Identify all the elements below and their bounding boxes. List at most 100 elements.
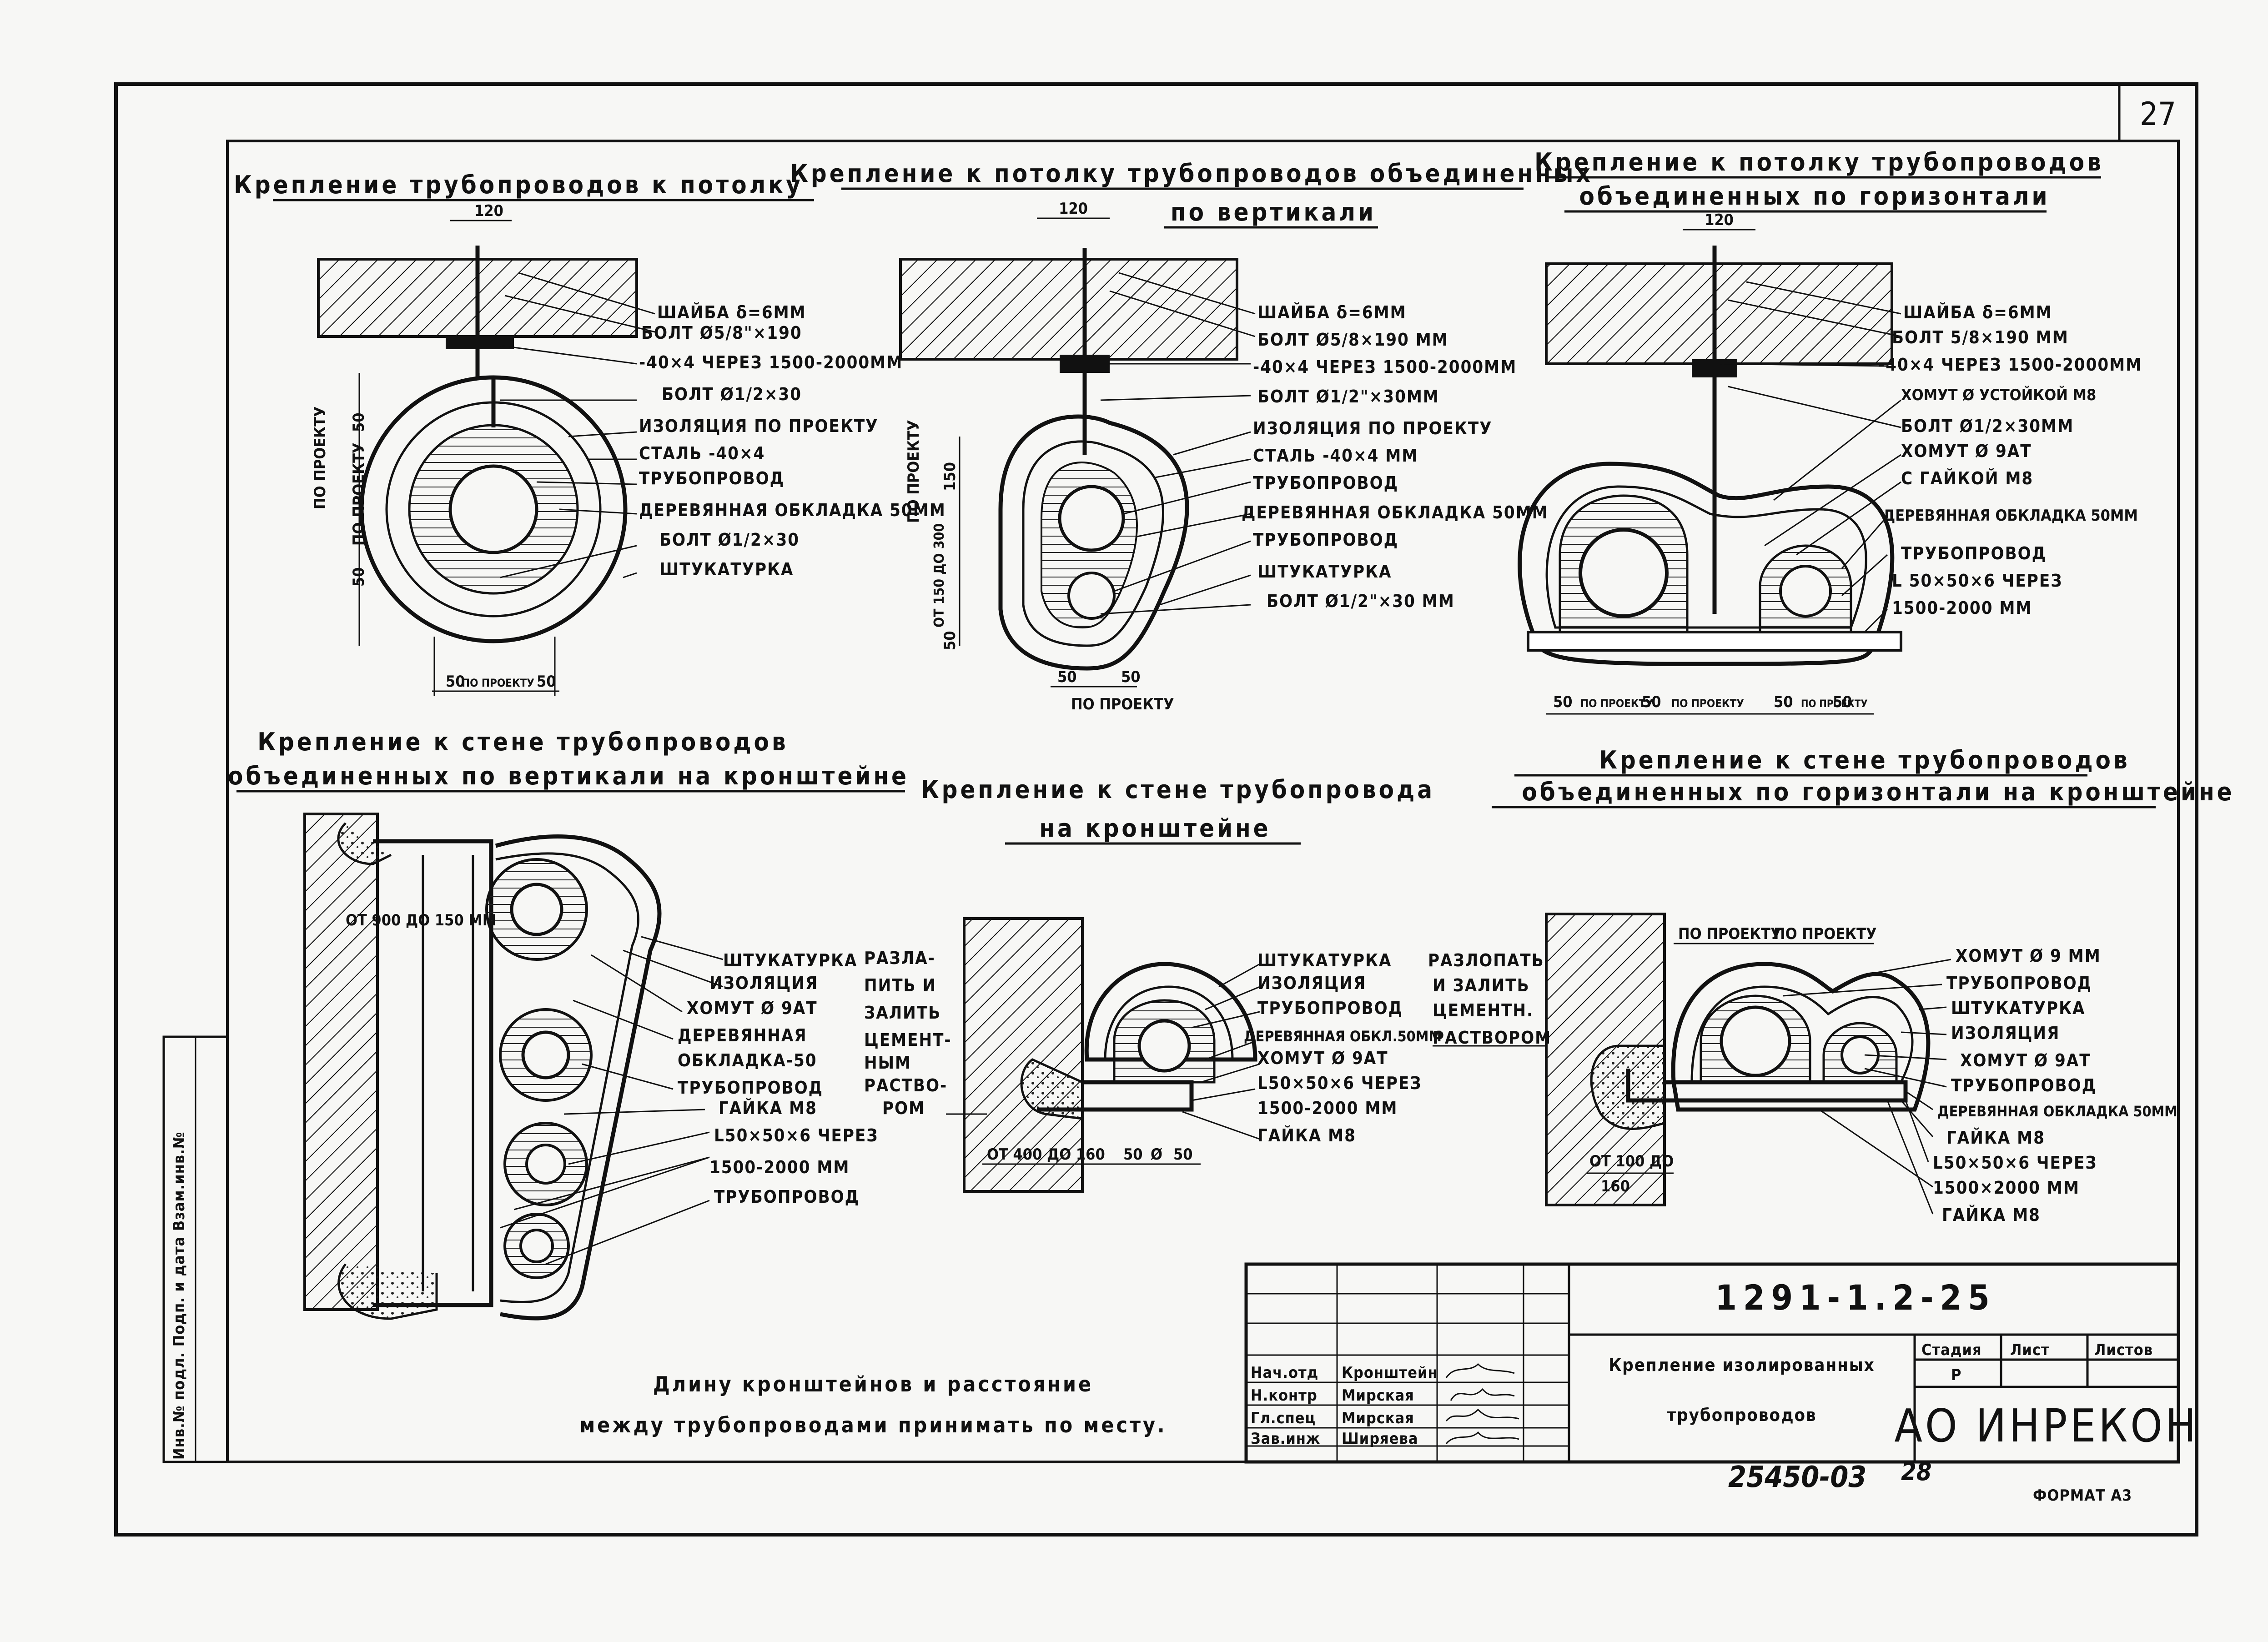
svg-text:ТРУБОПРОВОД: ТРУБОПРОВОД <box>714 1187 860 1207</box>
svg-text:БОЛТ Ø1/2"×30ММ: БОЛТ Ø1/2"×30ММ <box>1257 387 1439 407</box>
svg-text:50: 50 <box>941 631 959 650</box>
svg-text:50: 50 <box>1057 668 1077 686</box>
svg-text:РАЗЛА-: РАЗЛА- <box>864 948 935 968</box>
svg-text:Ø: Ø <box>1151 1145 1162 1164</box>
svg-text:ХОМУТ Ø 9АТ: ХОМУТ Ø 9АТ <box>1960 1050 2091 1070</box>
svg-text:Гл.спец: Гл.спец <box>1251 1409 1316 1427</box>
svg-text:БОЛТ Ø1/2×30: БОЛТ Ø1/2×30 <box>659 530 800 550</box>
svg-text:ДЕРЕВЯННАЯ ОБКЛ.50ММ: ДЕРЕВЯННАЯ ОБКЛ.50ММ <box>1244 1028 1442 1045</box>
svg-text:50: 50 <box>537 673 556 691</box>
svg-text:1500-2000 ММ: 1500-2000 ММ <box>1892 598 2032 618</box>
view2-title: Крепление к потолку трубопроводов объеди… <box>790 159 1593 188</box>
svg-text:-40×4 ЧЕРЕЗ 1500-2000ММ: -40×4 ЧЕРЕЗ 1500-2000ММ <box>639 352 903 372</box>
svg-text:ШТУКАТУРКА: ШТУКАТУРКА <box>1257 950 1392 970</box>
svg-text:ПО ПРОЕКТУ: ПО ПРОЕКТУ <box>905 420 923 523</box>
svg-text:РАЗЛОПАТЬ: РАЗЛОПАТЬ <box>1428 950 1544 970</box>
view5-title: Крепление к стене трубопровода <box>921 775 1435 804</box>
svg-text:ИЗОЛЯЦИЯ: ИЗОЛЯЦИЯ <box>1951 1023 2060 1043</box>
mortar-note-2: РАЗЛОПАТЬ И ЗАЛИТЬ ЦЕМЕНТН. РАСТВОРОМ <box>1428 950 1551 1048</box>
svg-text:160: 160 <box>1601 1177 1630 1195</box>
svg-text:Р: Р <box>1951 1366 1961 1384</box>
inner-frame <box>226 140 2180 1463</box>
svg-text:-40×4 ЧЕРЕЗ 1500-2000ММ: -40×4 ЧЕРЕЗ 1500-2000ММ <box>1878 355 2142 375</box>
svg-text:50: 50 <box>1833 693 1852 711</box>
svg-text:50: 50 <box>1123 1145 1143 1164</box>
company-name: АО ИНРЕКОН <box>1894 1399 2198 1452</box>
svg-text:ХОМУТ Ø 9 ММ: ХОМУТ Ø 9 ММ <box>1956 946 2101 966</box>
svg-text:ИЗОЛЯЦИЯ ПО ПРОЕКТУ: ИЗОЛЯЦИЯ ПО ПРОЕКТУ <box>1253 418 1493 438</box>
svg-text:Нач.отд: Нач.отд <box>1251 1364 1318 1382</box>
svg-text:ТРУБОПРОВОД: ТРУБОПРОВОД <box>1253 530 1398 550</box>
svg-text:ПО ПРОЕКТУ: ПО ПРОЕКТУ <box>1801 698 1868 710</box>
view-ceiling-single: Крепление трубопроводов к потолку 120 ША… <box>234 171 946 696</box>
svg-text:объединенных по горизонтали на: объединенных по горизонтали на кронштейн… <box>1522 778 2234 806</box>
svg-text:Кронштейн: Кронштейн <box>1342 1364 1438 1382</box>
svg-text:ОБКЛАДКА-50: ОБКЛАДКА-50 <box>678 1050 817 1070</box>
view1-title: Крепление трубопроводов к потолку <box>234 171 803 199</box>
svg-text:50: 50 <box>446 673 465 691</box>
title-block: Нач.отд Кронштейн Н.контр Мирская Гл.спе… <box>1244 1262 2198 1464</box>
view-wall-single-bracket: Крепление к стене трубопровода на кроншт… <box>921 775 1442 1193</box>
svg-text:ПО ПРОЕКТУ: ПО ПРОЕКТУ <box>1678 925 1781 943</box>
svg-text:объединенных по вертикали на к: объединенных по вертикали на кронштейне <box>228 762 909 790</box>
mortar-note-1: РАЗЛА- ПИТЬ И ЗАЛИТЬ ЦЕМЕНТ- НЫМ РАСТВО-… <box>864 948 987 1118</box>
svg-text:ДЕРЕВЯННАЯ ОБКЛАДКА 50ММ: ДЕРЕВЯННАЯ ОБКЛАДКА 50ММ <box>1883 507 2138 525</box>
svg-text:ШТУКАТУРКА: ШТУКАТУРКА <box>1951 998 2085 1018</box>
signature-2 <box>1450 1388 1515 1401</box>
svg-text:ХОМУТ Ø 9АТ: ХОМУТ Ø 9АТ <box>687 998 818 1018</box>
svg-text:Инв.№ подл. Подп. и дата Взам.: Инв.№ подл. Подп. и дата Взам.инв.№ <box>170 1131 188 1460</box>
svg-text:ГАЙКА М8: ГАЙКА М8 <box>1257 1125 1356 1145</box>
svg-text:L50×50×6 ЧЕРЕЗ: L50×50×6 ЧЕРЕЗ <box>1257 1073 1422 1093</box>
svg-text:И ЗАЛИТЬ: И ЗАЛИТЬ <box>1433 975 1530 995</box>
svg-text:по вертикали: по вертикали <box>1171 198 1376 226</box>
svg-text:ПО ПРОЕКТУ: ПО ПРОЕКТУ <box>1580 697 1653 710</box>
svg-text:ПИТЬ И: ПИТЬ И <box>864 975 936 995</box>
svg-text:ЦЕМЕНТН.: ЦЕМЕНТН. <box>1433 1000 1534 1020</box>
svg-text:С ГАЙКОЙ М8: С ГАЙКОЙ М8 <box>1901 468 2033 488</box>
svg-text:Стадия: Стадия <box>1921 1341 1982 1359</box>
svg-text:Мирская: Мирская <box>1342 1386 1414 1405</box>
svg-text:1500-2000 ММ: 1500-2000 ММ <box>1257 1098 1398 1118</box>
general-note: Длину кронштейнов и расстояние между тру… <box>579 1372 1164 1437</box>
view-wall-vertical-bracket: Крепление к стене трубопроводов объедине… <box>228 728 987 1321</box>
svg-text:ТРУБОПРОВОД: ТРУБОПРОВОД <box>678 1078 823 1098</box>
svg-text:ИЗОЛЯЦИЯ: ИЗОЛЯЦИЯ <box>709 973 818 993</box>
svg-text:50: 50 <box>1121 668 1141 686</box>
svg-text:БОЛТ Ø1/2×30ММ: БОЛТ Ø1/2×30ММ <box>1901 416 2074 436</box>
svg-text:ДЕРЕВЯННАЯ ОБКЛАДКА 50ММ: ДЕРЕВЯННАЯ ОБКЛАДКА 50ММ <box>1242 502 1549 522</box>
svg-text:ЦЕМЕНТ-: ЦЕМЕНТ- <box>864 1030 952 1050</box>
svg-text:БОЛТ Ø5/8×190 ММ: БОЛТ Ø5/8×190 ММ <box>1257 330 1448 350</box>
svg-text:1500×2000 ММ: 1500×2000 ММ <box>1933 1178 2080 1198</box>
signature-4 <box>1445 1431 1519 1444</box>
svg-text:ПО ПРОЕКТУ: ПО ПРОЕКТУ <box>1071 695 1174 713</box>
svg-text:ХОМУТ Ø 9АТ: ХОМУТ Ø 9АТ <box>1257 1048 1388 1068</box>
svg-text:50: 50 <box>1553 693 1573 711</box>
svg-text:ГАЙКА М8: ГАЙКА М8 <box>1946 1128 2045 1148</box>
svg-text:БОЛТ Ø1/2"×30 ММ: БОЛТ Ø1/2"×30 ММ <box>1267 591 1455 611</box>
svg-text:ПО ПРОЕКТУ: ПО ПРОЕКТУ <box>350 442 368 546</box>
svg-text:Ширяева: Ширяева <box>1342 1430 1418 1448</box>
view-ceiling-horizontal: Крепление к потолку трубопроводов объеди… <box>1518 148 2142 715</box>
svg-text:L 50×50×6 ЧЕРЕЗ: L 50×50×6 ЧЕРЕЗ <box>1892 571 2063 591</box>
svg-text:Мирская: Мирская <box>1342 1409 1414 1427</box>
view3-title: Крепление к потолку трубопроводов <box>1534 148 2104 176</box>
view6-title: Крепление к стене трубопроводов <box>1599 746 2130 774</box>
svg-text:L50×50×6 ЧЕРЕЗ: L50×50×6 ЧЕРЕЗ <box>1933 1153 2097 1173</box>
svg-text:ПО ПРОЕКТУ: ПО ПРОЕКТУ <box>1774 925 1877 943</box>
svg-text:на кронштейне: на кронштейне <box>1039 814 1271 843</box>
svg-text:РАСТВО-: РАСТВО- <box>864 1075 947 1095</box>
svg-text:ГАЙКА М8: ГАЙКА М8 <box>719 1098 817 1118</box>
svg-text:РАСТВОРОМ: РАСТВОРОМ <box>1433 1028 1551 1048</box>
svg-text:ДЕРЕВЯННАЯ ОБКЛАДКА 50ММ: ДЕРЕВЯННАЯ ОБКЛАДКА 50ММ <box>1937 1103 2177 1120</box>
svg-text:ДЕРЕВЯННАЯ: ДЕРЕВЯННАЯ <box>678 1025 807 1045</box>
svg-text:150: 150 <box>941 462 959 491</box>
svg-text:ДЕРЕВЯННАЯ ОБКЛАДКА 50ММ: ДЕРЕВЯННАЯ ОБКЛАДКА 50ММ <box>639 500 946 520</box>
svg-text:ОТ 100 ДО: ОТ 100 ДО <box>1589 1152 1674 1170</box>
svg-text:СТАЛЬ -40×4: СТАЛЬ -40×4 <box>639 443 765 463</box>
svg-text:Лист: Лист <box>2010 1341 2050 1359</box>
svg-text:ТРУБОПРОВОД: ТРУБОПРОВОД <box>1253 473 1398 493</box>
svg-text:СТАЛЬ -40×4 ММ: СТАЛЬ -40×4 ММ <box>1253 446 1418 466</box>
view4-title: Крепление к стене трубопроводов <box>257 728 788 756</box>
svg-text:120: 120 <box>1059 200 1088 218</box>
